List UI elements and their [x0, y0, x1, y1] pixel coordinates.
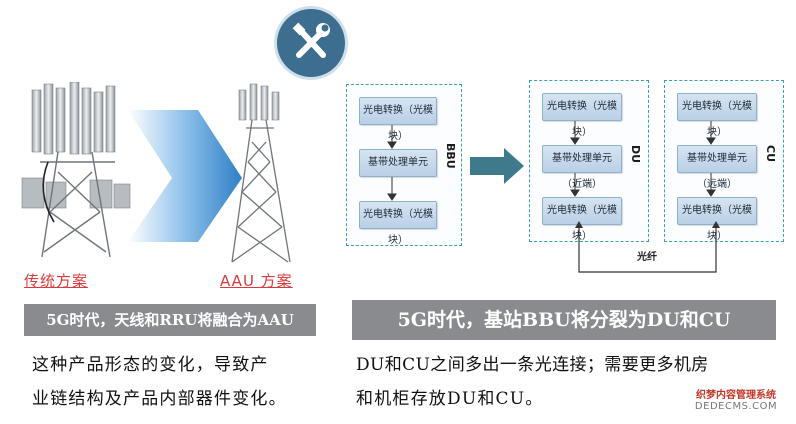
bbu-label: BBU: [444, 143, 457, 169]
cu-block-optical-bottom: 光电转换（光模块）: [677, 197, 757, 242]
du-block-optical-bottom: 光电转换（光模块）: [542, 197, 622, 242]
du-panel: 光电转换（光模块） 基带处理单元（近端） 光电转换（光模块） DU: [529, 80, 649, 242]
bbu-connectors: [387, 125, 397, 201]
du-cu-connectors: [570, 121, 720, 273]
bbu-block-baseband: 基带处理单元: [359, 149, 437, 177]
du-label: DU: [629, 145, 642, 164]
cu-block-optical-top: 光电转换（光模块）: [677, 93, 757, 138]
watermark: 织梦内容管理系统 DEDECMS.COM: [684, 386, 788, 412]
watermark-line2: DEDECMS.COM: [694, 401, 778, 412]
split-arrow: [470, 148, 524, 184]
du-block-optical-top: 光电转换（光模块）: [542, 93, 622, 138]
bbu-block-optical-top: 光电转换（光模块）: [359, 97, 437, 142]
aau-label: AAU 方案: [220, 272, 293, 290]
traditional-tower: [21, 82, 131, 258]
cu-label: CU: [764, 145, 777, 163]
left-banner: 5G时代，天线和RRU将融合为AAU: [24, 304, 316, 336]
right-description: DU和CU之间多出一条光连接；需要更多机房 和机柜存放DU和CU。: [356, 352, 786, 412]
cu-block-baseband: 基带处理单元（远端）: [677, 145, 757, 190]
tools-icon: [292, 22, 330, 58]
right-description-line2: 和机柜存放DU和CU。: [356, 389, 544, 409]
left-description-line2: 业链结构及产品内部器件变化。: [32, 389, 287, 409]
fiber-link-label: 光纤: [637, 252, 657, 263]
aau-tower: [231, 83, 291, 263]
bbu-block-optical-bottom: 光电转换（光模块）: [359, 201, 437, 246]
watermark-line1: 织梦内容管理系统: [696, 390, 776, 401]
traditional-label: 传统方案: [24, 272, 89, 290]
du-block-baseband: 基带处理单元（近端）: [542, 145, 622, 190]
tower-illustration: [21, 82, 291, 263]
bbu-panel: 光电转换（光模块） 基带处理单元 光电转换（光模块） BBU: [346, 84, 462, 246]
left-description: 这种产品形态的变化，导致产 业链结构及产品内部器件变化。: [32, 352, 322, 412]
tools-badge: [277, 9, 345, 77]
left-description-line1: 这种产品形态的变化，导致产: [32, 355, 269, 375]
transition-arrow: [128, 110, 242, 242]
cu-panel: 光电转换（光模块） 基带处理单元（远端） 光电转换（光模块） CU: [664, 80, 784, 242]
right-description-line1: DU和CU之间多出一条光连接；需要更多机房: [356, 355, 709, 375]
right-banner: 5G时代，基站BBU将分裂为DU和CU: [352, 300, 776, 340]
